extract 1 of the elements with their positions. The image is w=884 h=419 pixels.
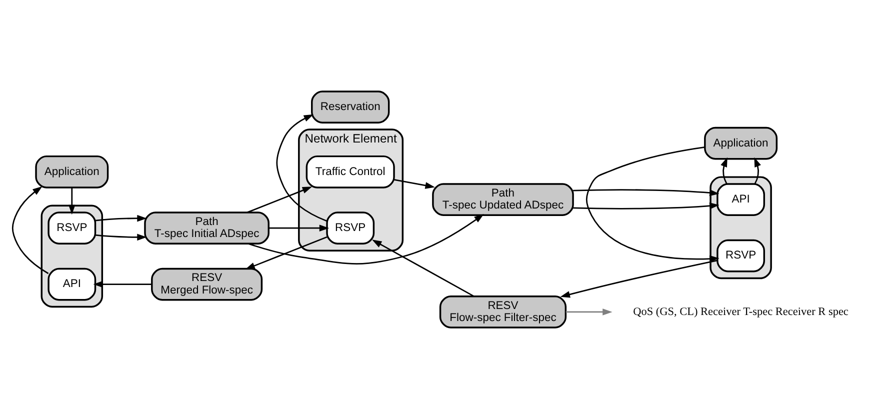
node-text: QoS (GS, CL) Receiver T-spec Receiver R spec <box>633 306 848 318</box>
